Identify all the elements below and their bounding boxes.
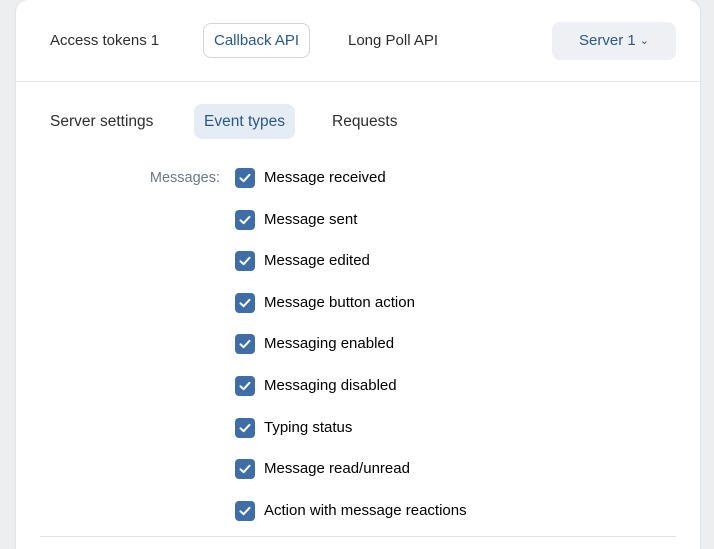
tab-event-types[interactable]: Event types: [194, 104, 295, 139]
event-checkbox-row[interactable]: Typing status: [235, 417, 352, 439]
checkbox[interactable]: [235, 168, 255, 188]
event-checkbox-label: Message sent: [264, 210, 358, 228]
checkbox[interactable]: [235, 376, 255, 396]
checkbox[interactable]: [235, 500, 255, 521]
event-checkbox-row[interactable]: Message button action: [235, 292, 415, 314]
tab-long-poll-api-label: Long Poll API: [348, 32, 439, 49]
checkmark-icon: [239, 381, 251, 391]
checkbox[interactable]: [235, 334, 255, 355]
checkmark-icon: [239, 256, 251, 266]
event-checkbox-row[interactable]: Message received: [235, 167, 386, 189]
server-select[interactable]: Server 1⌄: [552, 22, 676, 60]
chevron-down-icon: ⌄: [639, 35, 649, 47]
checkmark-icon: [239, 298, 251, 307]
checkmark-icon: [239, 173, 251, 183]
tab-access-tokens-label: Access tokens: [50, 32, 147, 49]
tab-callback-api-label: Callback API: [214, 32, 300, 49]
tab-server-settings[interactable]: Server settings: [40, 104, 163, 139]
checkbox[interactable]: [235, 459, 255, 480]
tab-event-types-label: Event types: [204, 113, 285, 130]
event-checkbox-row[interactable]: Messaging disabled: [235, 375, 397, 397]
checkbox[interactable]: [235, 292, 255, 313]
tab-server-settings-label: Server settings: [50, 113, 154, 130]
tab-long-poll-api[interactable]: Long Poll API: [338, 23, 448, 58]
event-checkbox-row[interactable]: Message sent: [235, 209, 357, 231]
event-checkbox-label: Message edited: [264, 252, 370, 270]
divider: [40, 536, 676, 537]
event-checkbox-label: Typing status: [264, 418, 353, 436]
checkmark-icon: [239, 423, 251, 432]
event-checkbox-label: Message received: [264, 169, 386, 186]
tab-callback-api[interactable]: Callback API: [203, 23, 311, 58]
messages-group-label: Messages:: [149, 170, 220, 186]
event-checkbox-label: Action with message reactions: [264, 501, 467, 519]
checkbox[interactable]: [235, 417, 255, 438]
tab-requests-label: Requests: [332, 113, 398, 130]
sub-tabs: Server settings Event types Requests: [16, 104, 700, 140]
checkbox[interactable]: [235, 251, 255, 272]
event-checkbox-row[interactable]: Message edited: [235, 250, 370, 272]
checkmark-icon: [239, 464, 251, 474]
event-checkbox-row[interactable]: Messaging enabled: [235, 333, 394, 355]
event-checkbox-label: Messaging disabled: [264, 377, 397, 394]
checkmark-icon: [239, 506, 251, 515]
event-checkbox-row[interactable]: Message read/unread: [235, 458, 410, 480]
server-select-value: Server 1: [579, 32, 636, 49]
event-checkbox-label: Message read/unread: [264, 460, 410, 478]
event-checkbox-label: Message button action: [264, 293, 415, 311]
event-checkbox-label: Messaging enabled: [264, 335, 395, 353]
tab-requests[interactable]: Requests: [322, 104, 407, 139]
event-checkbox-row[interactable]: Action with message reactions: [235, 500, 467, 522]
checkmark-icon: [239, 215, 251, 224]
checkmark-icon: [239, 340, 251, 349]
checkbox[interactable]: [235, 209, 255, 230]
tab-access-tokens-count: 1: [150, 32, 160, 49]
